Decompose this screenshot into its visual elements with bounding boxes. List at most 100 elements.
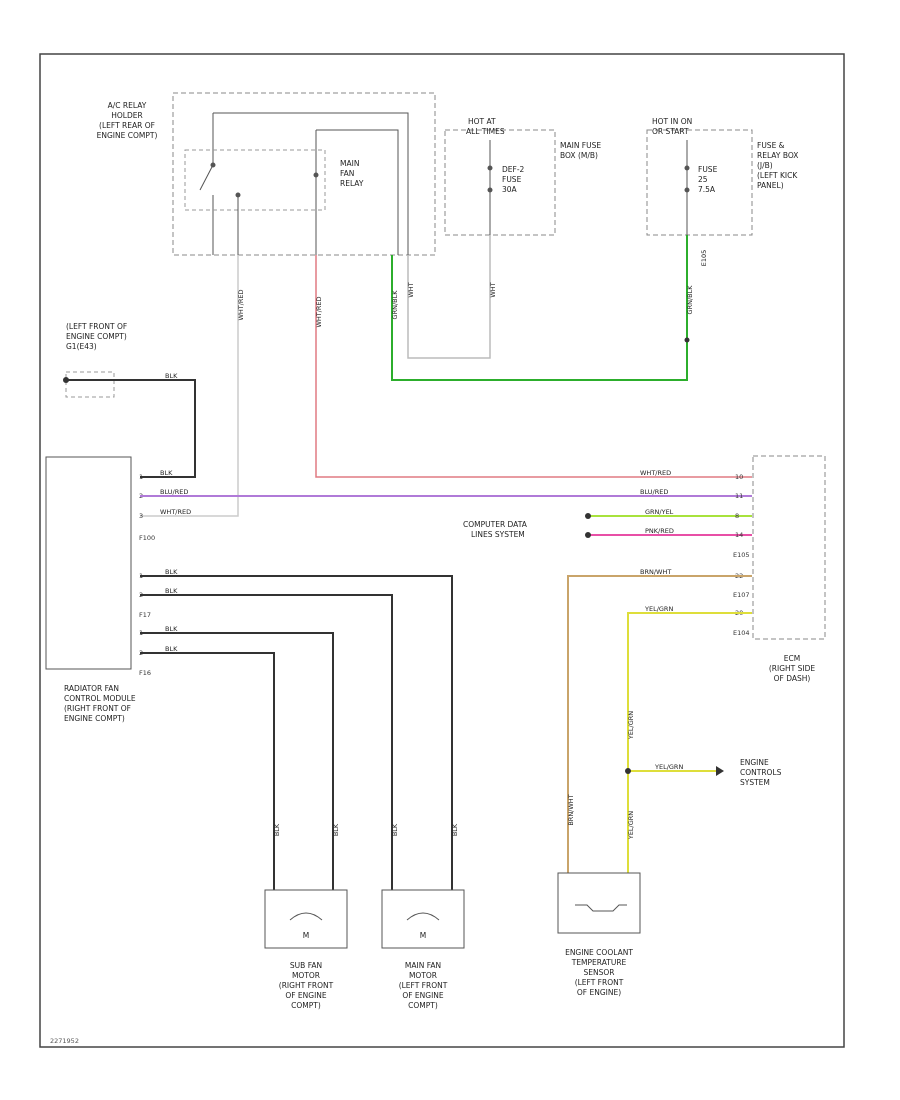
wire-label-blk-ground: BLK — [165, 372, 178, 380]
ecm-pin-10: 10 — [735, 473, 743, 481]
ecm-label: ECM (RIGHT SIDE OF DASH) — [769, 654, 816, 683]
fuse-7-5a-label: FUSE 25 7.5A — [698, 165, 718, 194]
pin-f17-1: 1 — [139, 572, 143, 580]
svg-text:DEF-2: DEF-2 — [502, 165, 525, 174]
wire-label-wht-2: WHT — [407, 282, 415, 297]
svg-text:SUB FAN: SUB FAN — [290, 961, 322, 970]
wire-label-yelgrn-1: YEL/GRN — [644, 605, 673, 613]
svg-text:(RIGHT FRONT OF: (RIGHT FRONT OF — [64, 704, 131, 713]
wire-label-blk-3: BLK — [165, 625, 178, 633]
svg-text:BOX (M/B): BOX (M/B) — [560, 151, 598, 160]
diagram-id: 2271952 — [50, 1037, 79, 1045]
svg-text:25: 25 — [698, 175, 708, 184]
svg-text:ENGINE COMPT): ENGINE COMPT) — [66, 332, 127, 341]
wire-label-blured-1: BLU/RED — [160, 488, 188, 496]
wire-brn-wht — [567, 575, 752, 873]
wire-label-blk-1: BLK — [165, 568, 178, 576]
ecm-pin-8: 8 — [735, 512, 739, 520]
svg-text:RELAY: RELAY — [340, 179, 364, 188]
svg-text:FUSE &: FUSE & — [757, 141, 785, 150]
ac-relay-switch — [184, 112, 409, 255]
fuse-relay-box-label: FUSE & RELAY BOX (J/B) (LEFT KICK PANEL) — [757, 141, 798, 190]
wire-label-blk-5: BLK — [451, 823, 459, 836]
svg-text:(LEFT FRONT: (LEFT FRONT — [399, 981, 448, 990]
svg-text:(RIGHT FRONT: (RIGHT FRONT — [279, 981, 334, 990]
wire-label-whtred-3: WHT/RED — [640, 469, 671, 477]
svg-text:MOTOR: MOTOR — [409, 971, 437, 980]
wire-label-whtred-1: WHT/RED — [237, 289, 245, 320]
connector-e105: E105 — [733, 551, 750, 559]
wire-wht-red-ecm — [315, 255, 752, 478]
svg-text:7.5A: 7.5A — [698, 185, 716, 194]
pin-f17-2: 2 — [139, 591, 143, 599]
connector-e104: E104 — [733, 629, 750, 637]
ac-relay-holder-label: A/C RELAY HOLDER (LEFT REAR OF ENGINE CO… — [97, 101, 158, 140]
svg-text:MAIN FAN: MAIN FAN — [405, 961, 441, 970]
pin-f16-1: 1 — [139, 629, 143, 637]
wire-label-grnyel: GRN/YEL — [645, 508, 674, 516]
sub-fan-motor-label: SUB FAN MOTOR (RIGHT FRONT OF ENGINE COM… — [279, 961, 334, 1010]
svg-text:LINES SYSTEM: LINES SYSTEM — [471, 530, 525, 539]
svg-text:HOT IN ON: HOT IN ON — [652, 117, 692, 126]
svg-text:OF ENGINE: OF ENGINE — [285, 991, 327, 1000]
svg-text:PANEL): PANEL) — [757, 181, 784, 190]
sub-fan-motor-icon — [289, 912, 323, 921]
fuse-30a — [487, 140, 493, 235]
ground-label: (LEFT FRONT OF ENGINE COMPT) G1(E43) — [66, 322, 127, 351]
ecm-pin-14: 14 — [735, 531, 743, 539]
svg-text:(J/B): (J/B) — [757, 161, 773, 170]
svg-text:FAN: FAN — [340, 169, 354, 178]
svg-text:(LEFT REAR OF: (LEFT REAR OF — [99, 121, 155, 130]
svg-text:ENGINE COOLANT: ENGINE COOLANT — [565, 948, 633, 957]
main-fan-motor-symbol: M — [420, 931, 426, 940]
wire-label-blk-6: BLK — [391, 823, 399, 836]
wire-label-whtred-2: WHT/RED — [315, 296, 323, 327]
connector-e107: E107 — [733, 591, 750, 599]
wire-label-brnwht-1: BRN/WHT — [640, 568, 671, 576]
connector-f100: F100 — [139, 534, 155, 542]
arrow-right-icon — [716, 766, 724, 776]
connector-e22: E105 — [700, 250, 708, 267]
ac-relay-holder-box — [172, 92, 436, 256]
wire-label-blk-8: BLK — [273, 823, 281, 836]
main-fuse-box — [444, 129, 556, 236]
svg-text:A/C RELAY: A/C RELAY — [108, 101, 147, 110]
main-fan-relay-label: MAIN FAN RELAY — [340, 159, 364, 188]
svg-text:CONTROL MODULE: CONTROL MODULE — [64, 694, 136, 703]
wire-grn-blk — [391, 235, 688, 381]
diagram-frame — [39, 53, 845, 1048]
sub-fan-motor-symbol: M — [303, 931, 309, 940]
wire-label-blured-2: BLU/RED — [640, 488, 668, 496]
wire-label-whtred-4: WHT/RED — [160, 508, 191, 516]
svg-text:HOT AT: HOT AT — [468, 117, 496, 126]
wire-label-blk-4: BLK — [165, 645, 178, 653]
wire-blk-f17b — [140, 594, 393, 890]
fuse-30a-label: DEF-2 FUSE 30A — [502, 165, 525, 194]
svg-text:RADIATOR FAN: RADIATOR FAN — [64, 684, 119, 693]
svg-text:TEMPERATURE: TEMPERATURE — [571, 958, 627, 967]
radiator-fan-module — [45, 456, 132, 670]
wire-wht-red-short — [140, 255, 239, 517]
svg-text:RELAY BOX: RELAY BOX — [757, 151, 798, 160]
data-line-dot-1 — [585, 513, 591, 519]
wire-label-pnkred: PNK/RED — [645, 527, 674, 535]
wire-label-wht-1: WHT — [489, 282, 497, 297]
main-fuse-box-label: MAIN FUSE BOX (M/B) — [560, 141, 601, 160]
svg-text:ALL TIMES: ALL TIMES — [466, 127, 505, 136]
wire-label-yelgrn-4: YEL/GRN — [654, 763, 683, 771]
pin-f16-2: 2 — [139, 649, 143, 657]
wire-wht-fuse — [407, 235, 491, 359]
ground-connector — [65, 371, 115, 398]
engine-controls-label: ENGINE CONTROLS SYSTEM — [740, 758, 782, 787]
ect-sensor-label: ENGINE COOLANT TEMPERATURE SENSOR (LEFT … — [565, 948, 633, 997]
svg-text:(LEFT FRONT: (LEFT FRONT — [575, 978, 624, 987]
svg-text:COMPUTER DATA: COMPUTER DATA — [463, 520, 528, 529]
svg-text:OF ENGINE: OF ENGINE — [402, 991, 444, 1000]
svg-text:30A: 30A — [502, 185, 518, 194]
wire-label-yelgrn-3: YEL/GRN — [627, 811, 635, 840]
computer-data-lines-label: COMPUTER DATA LINES SYSTEM — [463, 520, 528, 539]
main-fan-motor-icon — [406, 912, 440, 921]
svg-text:ENGINE COMPT): ENGINE COMPT) — [97, 131, 158, 140]
wire-label-grnblk-1: GRN/BLK — [391, 290, 399, 320]
connector-f16: F16 — [139, 669, 151, 677]
